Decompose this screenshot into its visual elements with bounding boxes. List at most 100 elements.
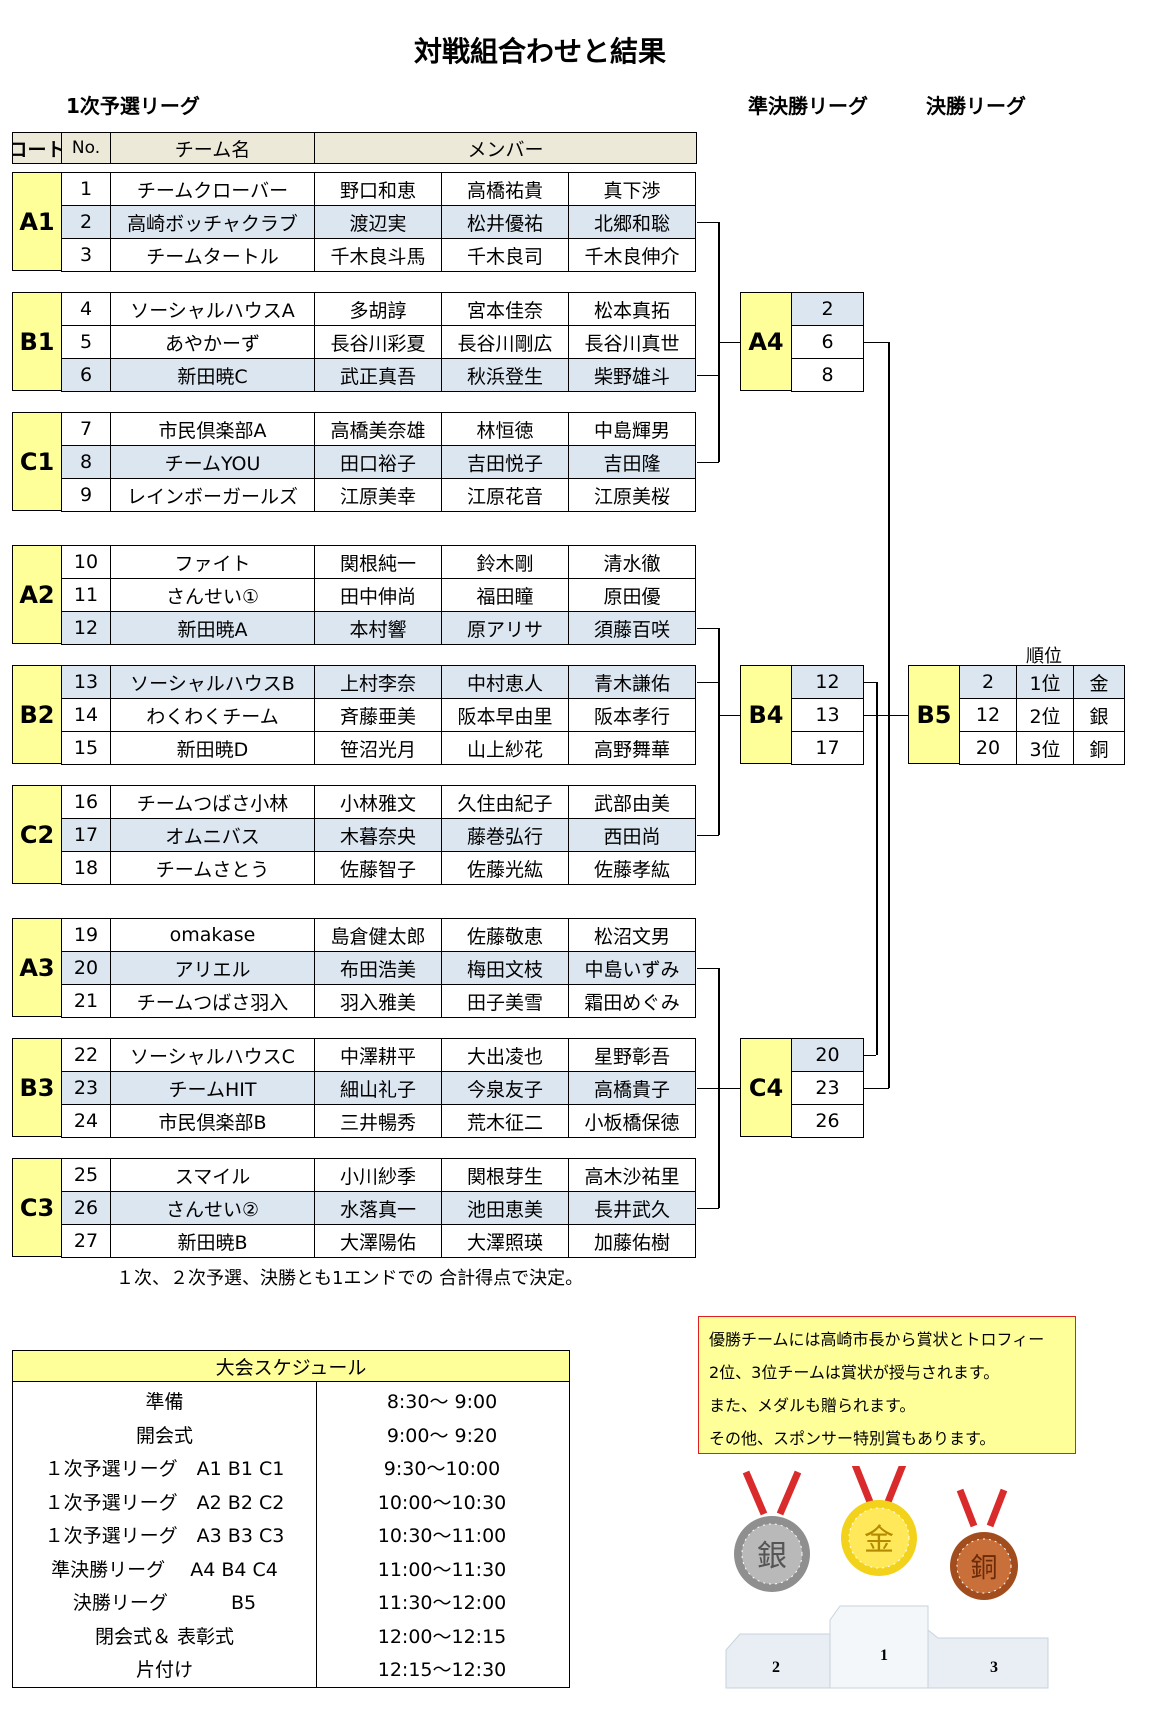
team-no: 1 (61, 172, 111, 206)
semi-team-no: 17 (791, 731, 864, 765)
footnote: １次、２次予選、決勝とも1エンドでの 合計得点で決定。 (116, 1268, 584, 1289)
member-name: 小林雅文 (314, 785, 442, 819)
team-no: 14 (61, 698, 111, 732)
bracket-line (718, 1087, 740, 1089)
schedule-item-time: 8:30～ 9:00 (386, 1391, 498, 1413)
member-name: 松井優祐 (441, 205, 569, 239)
semi-team-no: 20 (791, 1038, 864, 1072)
podium (725, 1605, 1049, 1689)
team-no: 10 (61, 545, 111, 579)
member-name: 小川紗季 (314, 1158, 442, 1192)
member-name: 佐藤智子 (314, 851, 442, 885)
member-name: 林恒徳 (441, 412, 569, 446)
group-label: C2 (12, 785, 62, 884)
member-name: 三井暢秀 (314, 1104, 442, 1138)
team-name: 市民倶楽部A (110, 412, 315, 446)
members-header: メンバー (314, 132, 697, 164)
member-name: 野口和恵 (314, 172, 442, 206)
member-name: 須藤百咲 (568, 611, 696, 645)
member-name: 松沼文男 (568, 918, 696, 952)
team-name: オムニバス (110, 818, 315, 852)
member-name: 渡辺実 (314, 205, 442, 239)
member-name: 木暮奈央 (314, 818, 442, 852)
member-name: 関根芽生 (441, 1158, 569, 1192)
member-name: 江原美幸 (314, 478, 442, 512)
team-name: チームタートル (110, 238, 315, 272)
team-name: ファイト (110, 545, 315, 579)
bracket-line (876, 681, 878, 1055)
team-name: レインボーガールズ (110, 478, 315, 512)
prize-notice: 優勝チームには高崎市長から賞状とトロフィー 2位、3位チームは賞状が授与されます… (698, 1316, 1076, 1454)
team-no: 4 (61, 292, 111, 326)
schedule-item-label: 準決勝リーグ A4 B4 C4 (51, 1558, 278, 1581)
member-name: 藤巻弘行 (441, 818, 569, 852)
team-no: 5 (61, 325, 111, 359)
member-name: 斉藤亜美 (314, 698, 442, 732)
schedule-item-label: 片付け (135, 1659, 193, 1681)
member-name: 阪本早由里 (441, 698, 569, 732)
schedule-item-time: 11:00～11:30 (377, 1558, 507, 1581)
member-name: 田中伸尚 (314, 578, 442, 612)
member-name: 高橋貴子 (568, 1071, 696, 1105)
member-name: 佐藤敬恵 (441, 918, 569, 952)
member-name: 武正真吾 (314, 358, 442, 392)
medals-podium-illustration: 2 1 3 銀 金 銅 (725, 1466, 1049, 1689)
bracket-line (697, 627, 719, 629)
schedule-item-label: 開会式 (135, 1424, 193, 1447)
bracket-line (697, 461, 719, 463)
final-team-no: 20 (959, 731, 1017, 765)
team-name: チームつばさ羽入 (110, 984, 315, 1018)
semi-team-no: 8 (791, 358, 864, 392)
member-name: 吉田悦子 (441, 445, 569, 479)
team-name: 新田暁B (110, 1224, 315, 1258)
member-name: 長井武久 (568, 1191, 696, 1225)
team-name: omakase (110, 918, 315, 952)
member-name: 水落真一 (314, 1191, 442, 1225)
notice-line: 優勝チームには高崎市長から賞状とトロフィー (709, 1330, 1045, 1349)
ranking-label: 順位 (1026, 646, 1062, 667)
team-name: チームつばさ小林 (110, 785, 315, 819)
team-no: 17 (61, 818, 111, 852)
svg-text:金: 金 (864, 1523, 894, 1558)
team-no: 11 (61, 578, 111, 612)
team-no: 24 (61, 1104, 111, 1138)
schedule-item-label: １次予選リーグ A2 B2 C2 (44, 1491, 285, 1514)
member-name: 笹沼光月 (314, 731, 442, 765)
member-name: 高木沙祐里 (568, 1158, 696, 1192)
member-name: 梅田文枝 (441, 951, 569, 985)
team-name: 高崎ボッチャクラブ (110, 205, 315, 239)
schedule-item-time: 10:00～10:30 (377, 1491, 507, 1514)
member-name: 久住由紀子 (441, 785, 569, 819)
semi-label: C4 (740, 1038, 792, 1137)
member-name: 田子美雪 (441, 984, 569, 1018)
schedule-title: 大会スケジュール (13, 1351, 569, 1382)
member-name: 武部由美 (568, 785, 696, 819)
team-no: 21 (61, 984, 111, 1018)
league1-header: 1次予選リーグ (66, 94, 200, 118)
member-name: 中澤耕平 (314, 1038, 442, 1072)
notice-line: その他、スポンサー特別賞もあります。 (709, 1429, 996, 1448)
notice-line: 2位、3位チームは賞状が授与されます。 (709, 1363, 1000, 1382)
team-no: 22 (61, 1038, 111, 1072)
team-no: 25 (61, 1158, 111, 1192)
bracket-line (697, 1207, 719, 1209)
bracket-line (697, 374, 719, 376)
team-no: 16 (61, 785, 111, 819)
member-name: 今泉友子 (441, 1071, 569, 1105)
member-name: 荒木征二 (441, 1104, 569, 1138)
member-name: 小板橋保徳 (568, 1104, 696, 1138)
schedule-divider (316, 1381, 317, 1687)
group-label: A2 (12, 545, 62, 644)
svg-text:銀: 銀 (757, 1539, 787, 1574)
podium-third: 3 (990, 1659, 998, 1676)
semi-label: B4 (740, 665, 792, 764)
member-name: 宮本佳奈 (441, 292, 569, 326)
schedule-item-label: 決勝リーグ B5 (72, 1592, 257, 1614)
final-rank: 3位 (1016, 731, 1074, 765)
silver-medal: 銀 (734, 1516, 810, 1592)
schedule-item-time: 12:15～12:30 (377, 1659, 507, 1681)
member-name: 江原美桜 (568, 478, 696, 512)
team-name: ソーシャルハウスC (110, 1038, 315, 1072)
notice-line: また、メダルも贈られます。 (709, 1396, 916, 1415)
no-header: No. (61, 132, 111, 164)
